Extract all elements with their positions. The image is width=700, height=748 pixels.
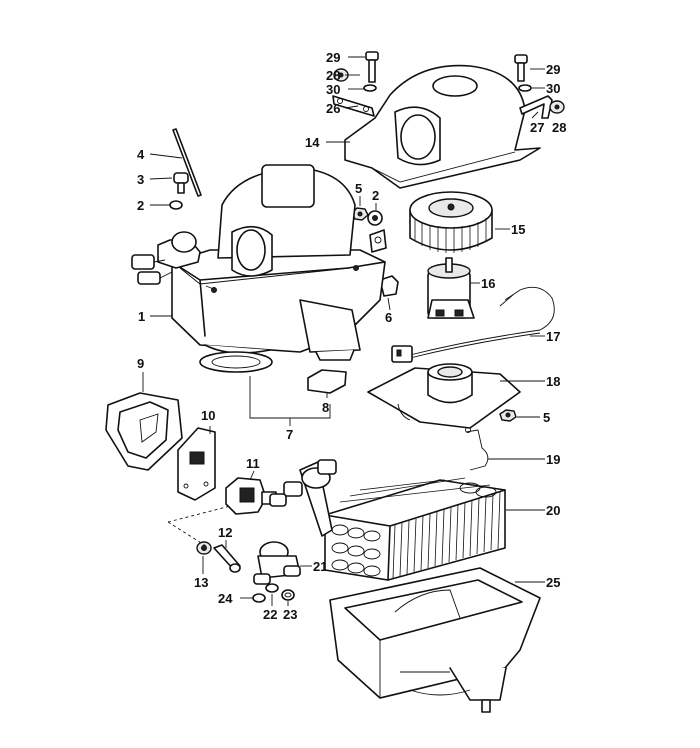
retaining-clip-part-19	[465, 427, 489, 471]
bracket-part-26	[332, 95, 375, 117]
blower-wheel-part-15	[409, 191, 493, 253]
upper-blower-housing-part-14	[344, 64, 541, 189]
lower-tray-housing-part-25	[329, 567, 541, 713]
callout-18: 18	[546, 374, 560, 389]
callout-7: 7	[286, 427, 293, 442]
screw-part-12	[213, 544, 241, 573]
nut-part-28-left	[333, 68, 349, 82]
washer-part-13	[196, 541, 212, 555]
callout-6: 6	[385, 310, 392, 325]
callout-28-right: 28	[552, 120, 566, 135]
callout-2-right: 2	[372, 188, 379, 203]
nut-part-28-right	[549, 100, 565, 114]
leader-lines	[142, 56, 545, 606]
o-ring-part-24	[252, 593, 266, 603]
callout-2-left: 2	[137, 198, 144, 213]
callout-3: 3	[137, 172, 144, 187]
callout-17: 17	[546, 329, 560, 344]
heat-exchanger-core-part-20	[269, 459, 506, 581]
bracket-part-27	[519, 95, 553, 119]
callout-11: 11	[246, 456, 260, 471]
bolt-part-3	[173, 172, 189, 194]
clip-part-6	[379, 275, 399, 297]
callout-9: 9	[137, 356, 144, 371]
callout-19: 19	[546, 452, 560, 467]
callout-20: 20	[546, 503, 560, 518]
callout-29-left: 29	[326, 50, 340, 65]
callout-14: 14	[305, 135, 320, 150]
callout-8: 8	[322, 400, 329, 415]
callout-5-lower: 5	[543, 410, 550, 425]
callout-25: 25	[546, 575, 560, 590]
valve-part-11	[225, 477, 277, 515]
o-ring-part-22	[265, 583, 279, 593]
valve-part-21	[253, 541, 301, 585]
callout-27: 27	[530, 120, 544, 135]
wiring-cable-part-17	[391, 286, 555, 363]
washer-part-2-left	[169, 200, 183, 210]
callout-28-left: 28	[326, 68, 340, 83]
gasket-part-7	[199, 351, 273, 373]
callout-15: 15	[511, 222, 525, 237]
callout-30-right: 30	[546, 81, 560, 96]
callout-21: 21	[313, 559, 327, 574]
callout-29-right: 29	[546, 62, 560, 77]
callout-labels: 29 28 30 26 14 29 30 27 28 4 3 2 5 2 15 …	[137, 50, 566, 622]
callout-5-upper: 5	[355, 181, 362, 196]
callout-12: 12	[218, 525, 232, 540]
o-ring-part-23	[281, 589, 295, 601]
heater-box-assembly-part-1	[171, 164, 387, 361]
callout-10: 10	[201, 408, 215, 423]
washer-part-2-right	[367, 210, 383, 226]
clip-part-30-left	[363, 84, 377, 92]
mounting-plate-part-10	[177, 427, 216, 501]
foam-block-part-8	[307, 369, 347, 394]
bolt-part-29-left	[365, 51, 379, 83]
heater-valve-fitting	[131, 231, 201, 285]
callout-24: 24	[218, 591, 233, 606]
callout-30-left: 30	[326, 82, 340, 97]
motor-mounting-plate-part-18	[367, 363, 521, 429]
callout-22: 22	[263, 607, 277, 622]
bolt-part-29-right	[514, 54, 528, 82]
callout-4: 4	[137, 147, 145, 162]
rod-part-4	[172, 128, 202, 197]
nut-part-5-lower	[499, 409, 517, 422]
clip-part-30-right	[518, 84, 532, 92]
blower-motor-part-16	[427, 257, 475, 319]
callout-1: 1	[138, 309, 145, 324]
callout-13: 13	[194, 575, 208, 590]
air-duct-part-9	[105, 392, 183, 471]
callout-16: 16	[481, 276, 495, 291]
callout-23: 23	[283, 607, 297, 622]
callout-26: 26	[326, 101, 340, 116]
